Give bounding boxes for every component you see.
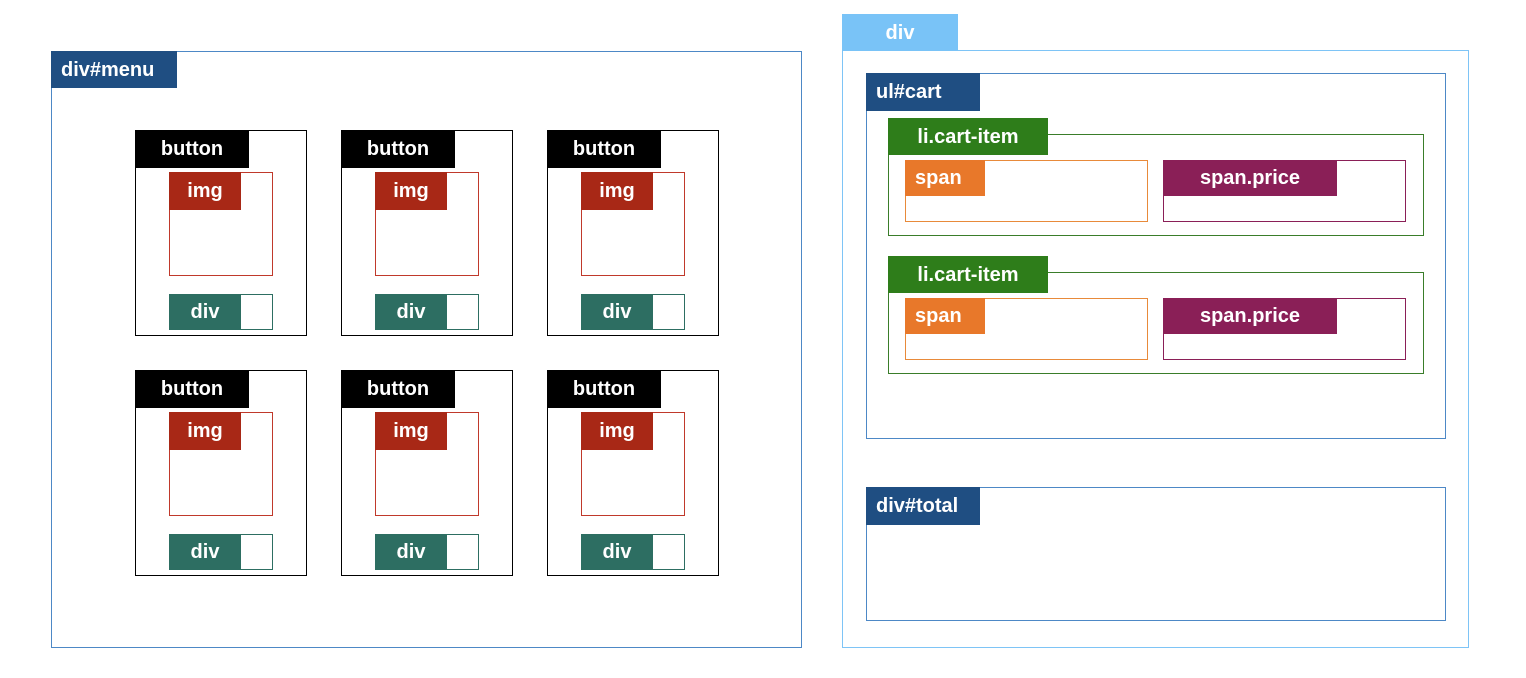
cart-item	[888, 134, 1424, 236]
div-label: div	[581, 534, 653, 570]
image-label: img	[169, 412, 241, 450]
cart-item-label: li.cart-item	[888, 118, 1048, 155]
div-label: div	[169, 534, 241, 570]
div-label: div	[169, 294, 241, 330]
total-label: div#total	[866, 487, 980, 525]
button-label: button	[547, 370, 661, 408]
button-label: button	[547, 130, 661, 168]
span-label: span	[905, 160, 985, 196]
cart-item	[888, 272, 1424, 374]
price-label: span.price	[1163, 298, 1337, 334]
cart-item-label: li.cart-item	[888, 256, 1048, 293]
menu-label: div#menu	[51, 51, 177, 88]
image-label: img	[581, 172, 653, 210]
button-label: button	[341, 370, 455, 408]
image-label: img	[581, 412, 653, 450]
button-label: button	[341, 130, 455, 168]
total-container	[866, 487, 1446, 621]
div-label: div	[375, 534, 447, 570]
span-label: span	[905, 298, 985, 334]
right-container	[842, 50, 1469, 648]
cart-label: ul#cart	[866, 73, 980, 111]
button-label: button	[135, 370, 249, 408]
cart-container	[866, 73, 1446, 439]
right-container-label: div	[842, 14, 958, 51]
image-label: img	[169, 172, 241, 210]
menu-container	[51, 51, 802, 648]
image-label: img	[375, 412, 447, 450]
price-label: span.price	[1163, 160, 1337, 196]
div-label: div	[375, 294, 447, 330]
div-label: div	[581, 294, 653, 330]
image-label: img	[375, 172, 447, 210]
button-label: button	[135, 130, 249, 168]
